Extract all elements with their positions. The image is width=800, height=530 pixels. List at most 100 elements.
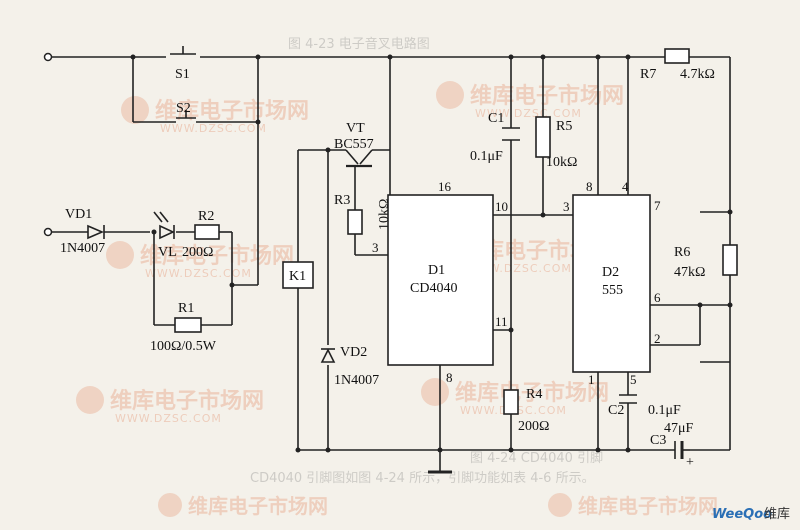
- r6-label: R6: [674, 245, 690, 260]
- d1-pin-16: 16: [438, 179, 452, 194]
- watermark-stamp: 维库电子市场网 WWW.DZSC.COM: [106, 241, 294, 280]
- vl-label: VL: [158, 245, 177, 260]
- diode-vd1: VD1 1N4007: [60, 207, 105, 256]
- watermark-logo-icon: [436, 81, 464, 109]
- watermark-logo-icon: [158, 493, 182, 517]
- d2-label: D2: [602, 265, 619, 280]
- watermark-brand: 维库电子市场网: [140, 243, 294, 269]
- d1-pin-11: 11: [495, 314, 508, 329]
- c2-label: C2: [608, 403, 624, 418]
- watermark-stamp: 维库电子市场网: [548, 493, 718, 518]
- background-page-text: 图 4-23 电子音叉电路图 CD4040 引脚图如图 4-24 所示，引脚功能…: [250, 36, 603, 486]
- watermark-url: WWW.DZSC.COM: [115, 412, 222, 425]
- watermark-stamp: 维库电子市场网: [158, 493, 328, 518]
- watermark-logo-icon: [548, 493, 572, 517]
- watermark-logo-icon: [121, 96, 149, 124]
- watermark-stamp: 维库电子市场网 WWW.DZSC.COM: [76, 386, 264, 425]
- c1-label: C1: [488, 111, 504, 126]
- d1-pin-8: 8: [446, 370, 453, 385]
- r3-label: R3: [334, 193, 350, 208]
- c3-value: 47μF: [664, 421, 694, 436]
- r1-value: 100Ω/0.5W: [150, 339, 217, 354]
- ic-d1-cd4040: D1 CD4040 16 10 3 11 8: [372, 179, 508, 385]
- d1-label: D1: [428, 263, 445, 278]
- input-terminal-mid: [43, 227, 53, 237]
- watermark-stamp: 维库电子市场网 WWW.DZSC.COM: [436, 81, 624, 120]
- r6-value: 47kΩ: [674, 265, 705, 280]
- vd1-part: 1N4007: [60, 241, 105, 256]
- vd2-label: VD2: [340, 345, 367, 360]
- footer-brand: WeeQoo: [712, 507, 772, 522]
- transistor-vt: VT BC557: [334, 121, 374, 172]
- vt-part: BC557: [334, 137, 374, 152]
- c2-value: 0.1μF: [648, 403, 681, 418]
- ic-d2-555: D2 555 3 8 4 7 6 2 1 5: [563, 179, 661, 387]
- watermark-brand: 维库电子市场网: [578, 494, 718, 518]
- capacitor-c3: C3 47μF +: [650, 421, 694, 470]
- c1-value: 0.1μF: [470, 149, 503, 164]
- watermark-brand: 维库电子市场网: [155, 98, 309, 124]
- input-terminal-top: [43, 52, 53, 62]
- r2-label: R2: [198, 209, 214, 224]
- r2-value: 200Ω: [182, 245, 213, 260]
- diode-vd2: VD2 1N4007: [320, 345, 379, 388]
- watermark-stamp: 维库电子市场网 WWW.DZSC.COM: [421, 378, 609, 417]
- capacitor-c1: C1 0.1μF: [470, 111, 520, 164]
- watermark-brand: 维库电子市场网: [470, 83, 624, 109]
- relay-k1: K1: [282, 261, 314, 289]
- vt-label: VT: [346, 121, 365, 136]
- s1-label: S1: [175, 67, 190, 82]
- switch-s2: S2: [176, 101, 196, 119]
- d1-part: CD4040: [410, 281, 457, 296]
- d2-pin-8: 8: [586, 179, 593, 194]
- c3-polarity: +: [686, 455, 694, 470]
- vd1-label: VD1: [65, 207, 92, 222]
- watermark-logo-icon: [421, 378, 449, 406]
- capacitor-c2: C2 0.1μF: [608, 394, 681, 418]
- d2-pin-3: 3: [563, 199, 570, 214]
- watermark-stamp: 维库电子市场网 WWW.DZSC.COM: [121, 96, 309, 135]
- footer-logo: WeeQoo 维库: [712, 506, 790, 522]
- watermark-logo-icon: [76, 386, 104, 414]
- watermark-url: WWW.DZSC.COM: [145, 267, 252, 280]
- resistor-r5: R5 10kΩ: [535, 116, 577, 170]
- r7-value: 4.7kΩ: [680, 67, 715, 82]
- resistor-r2: R2 200Ω: [182, 209, 220, 260]
- footer-brand-suffix: 维库: [764, 506, 790, 522]
- switch-s1: S1: [166, 46, 200, 82]
- resistor-r7: R7 4.7kΩ: [640, 48, 715, 82]
- resistor-r3: R3 10kΩ: [334, 193, 392, 235]
- d2-pin-4: 4: [622, 179, 629, 194]
- d1-pin-10: 10: [495, 199, 508, 214]
- bg-figure-caption-1: 图 4-23 电子音叉电路图: [288, 36, 430, 52]
- k1-label: K1: [289, 269, 306, 284]
- r5-value: 10kΩ: [546, 155, 577, 170]
- r5-label: R5: [556, 119, 572, 134]
- watermark-logo-icon: [106, 241, 134, 269]
- watermark-brand: 维库电子市场网: [455, 380, 609, 406]
- d2-pin-6: 6: [654, 290, 661, 305]
- r4-value: 200Ω: [518, 419, 549, 434]
- watermark-brand: 维库电子市场网: [110, 388, 264, 414]
- d2-pin-5: 5: [630, 372, 637, 387]
- resistor-r6: R6 47kΩ: [674, 244, 738, 280]
- r7-label: R7: [640, 67, 656, 82]
- watermark-url: WWW.DZSC.COM: [475, 107, 582, 120]
- vd2-part: 1N4007: [334, 373, 379, 388]
- led-vl: VL: [153, 211, 177, 260]
- junction-dots: [130, 54, 733, 453]
- d2-pin-1: 1: [588, 372, 595, 387]
- d2-pin-7: 7: [654, 198, 661, 213]
- d1-pin-3: 3: [372, 240, 379, 255]
- resistor-r1: R1 100Ω/0.5W: [150, 301, 217, 354]
- c3-label: C3: [650, 433, 666, 448]
- bg-figure-caption-2: 图 4-24 CD4040 引脚: [470, 450, 603, 466]
- watermark-brand: 维库电子市场网: [188, 494, 328, 518]
- bg-body-text: CD4040 引脚图如图 4-24 所示，引脚功能如表 4-6 所示。: [250, 470, 595, 486]
- wires: [50, 56, 731, 474]
- watermark-url: WWW.DZSC.COM: [160, 122, 267, 135]
- d2-part: 555: [602, 283, 623, 298]
- r1-label: R1: [178, 301, 194, 316]
- watermark: 维库电子市场网 WWW.DZSC.COM 维库电子市场网 WWW.DZSC.CO…: [76, 81, 718, 518]
